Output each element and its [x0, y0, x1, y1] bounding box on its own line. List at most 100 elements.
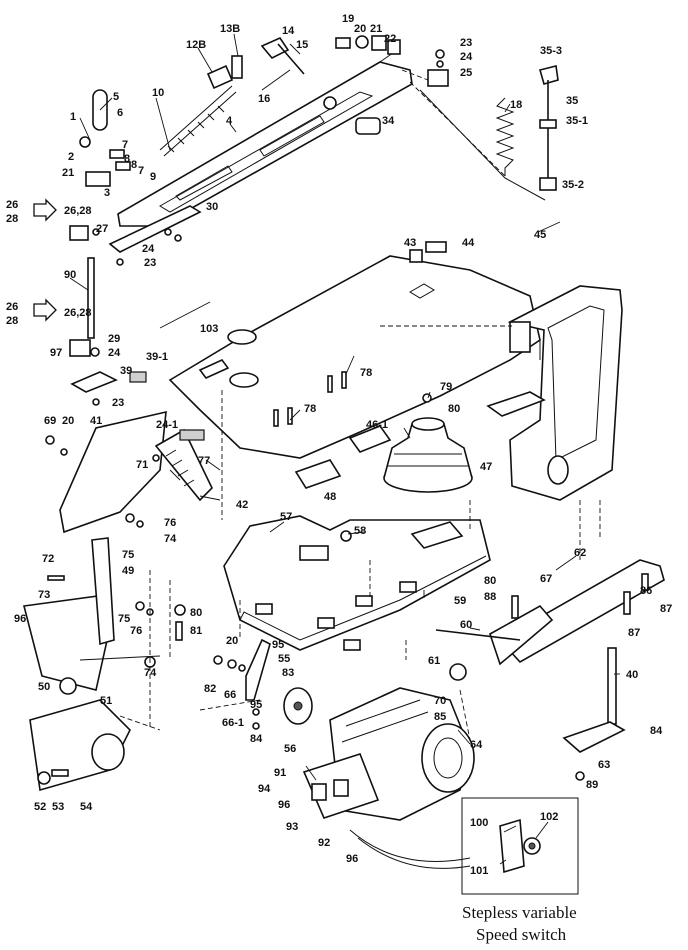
- callout-74a: 74: [164, 533, 177, 545]
- callout-15: 15: [296, 39, 308, 51]
- callout-88: 88: [484, 591, 496, 603]
- callout-83: 83: [282, 667, 294, 679]
- callout-43: 43: [404, 237, 416, 249]
- callout-35: 35: [566, 95, 578, 107]
- height-rod: [562, 647, 626, 781]
- motor-plate: [223, 515, 491, 651]
- callout-97: 97: [50, 347, 62, 359]
- callout-41: 41: [90, 415, 102, 427]
- callout-24a: 24: [460, 51, 473, 63]
- callout-19: 19: [342, 13, 354, 25]
- callout-35-3: 35-3: [540, 45, 562, 57]
- callout-79: 79: [440, 381, 452, 393]
- callout-71: 71: [136, 459, 148, 471]
- callout-69: 69: [44, 415, 56, 427]
- callout-86: 86: [640, 585, 652, 597]
- callout-63: 63: [598, 759, 610, 771]
- callout-78b: 78: [304, 403, 316, 415]
- callout-75a: 75: [122, 549, 134, 561]
- motor: [302, 687, 475, 869]
- callout-46-1: 46-1: [366, 419, 388, 431]
- callout-26-28a: 26,28: [64, 205, 92, 217]
- spring-and-rod: [419, 65, 559, 201]
- callout-35-1: 35-1: [566, 115, 588, 127]
- callout-89: 89: [586, 779, 598, 791]
- callout-40: 40: [626, 669, 638, 681]
- callout-9: 9: [150, 171, 156, 183]
- belt-guard-parts: [213, 638, 313, 730]
- callout-100: 100: [470, 817, 488, 829]
- callout-75b: 75: [118, 613, 130, 625]
- callout-72: 72: [42, 553, 54, 565]
- caption-line-2: Speed switch: [476, 925, 567, 944]
- callout-7a: 7: [122, 139, 128, 151]
- callout-80c: 80: [484, 575, 496, 587]
- callout-58: 58: [354, 525, 366, 537]
- callout-91: 91: [274, 767, 286, 779]
- callout-102: 102: [540, 811, 558, 823]
- callout-95a: 95: [272, 639, 284, 651]
- callout-78a: 78: [360, 367, 372, 379]
- callout-42: 42: [236, 499, 248, 511]
- callout-96c: 96: [346, 853, 358, 865]
- callout-13b: 13B: [220, 23, 240, 35]
- callout-side-top-b: 28: [6, 213, 18, 225]
- callout-23a: 23: [460, 37, 472, 49]
- callout-101: 101: [470, 865, 488, 877]
- callout-29: 29: [108, 333, 120, 345]
- callout-22: 22: [384, 33, 396, 45]
- dust-port: [29, 699, 131, 792]
- callout-94: 94: [258, 783, 271, 795]
- callout-66-1: 66-1: [222, 717, 244, 729]
- callout-20b: 20: [62, 415, 74, 427]
- callout-24-1: 24-1: [156, 419, 178, 431]
- callout-93: 93: [286, 821, 298, 833]
- table-tilt-arm: [435, 559, 665, 681]
- guide-bracket-upper: [69, 205, 202, 266]
- upper-arm: [117, 47, 413, 227]
- caption-line-1: Stepless variable: [462, 903, 577, 922]
- callout-30: 30: [206, 201, 218, 213]
- callout-8b: 8: [131, 159, 137, 171]
- callout-61: 61: [428, 655, 440, 667]
- callout-4: 4: [226, 115, 233, 127]
- callout-64: 64: [470, 739, 483, 751]
- callout-96a: 96: [14, 613, 26, 625]
- callout-76b: 76: [130, 625, 142, 637]
- callout-side-bot-a: 26: [6, 301, 18, 313]
- callout-side-bot-b: 28: [6, 315, 18, 327]
- callout-87b: 87: [628, 627, 640, 639]
- callout-48: 48: [324, 491, 336, 503]
- callout-47: 47: [480, 461, 492, 473]
- callout-62: 62: [574, 547, 586, 559]
- callout-7b: 7: [138, 165, 144, 177]
- callout-26-28b: 26,28: [64, 307, 92, 319]
- callout-45: 45: [534, 229, 546, 241]
- callout-70: 70: [434, 695, 446, 707]
- callout-84a: 84: [250, 733, 263, 745]
- callout-24c: 24: [108, 347, 121, 359]
- callout-76a: 76: [164, 517, 176, 529]
- callout-67: 67: [540, 573, 552, 585]
- work-table: [168, 255, 541, 459]
- callout-8a: 8: [124, 153, 130, 165]
- callout-27: 27: [96, 223, 108, 235]
- drive-pulley: [383, 417, 473, 493]
- callout-53: 53: [52, 801, 64, 813]
- callout-12b: 12B: [186, 39, 206, 51]
- callout-49: 49: [122, 565, 134, 577]
- callout-side-top-a: 26: [6, 199, 18, 211]
- callout-20c: 20: [226, 635, 238, 647]
- dust-chute: [23, 537, 161, 695]
- callout-23b: 23: [144, 257, 156, 269]
- callout-82: 82: [204, 683, 216, 695]
- cast-frame: [486, 285, 623, 501]
- callout-74b: 74: [144, 667, 157, 679]
- leader-lines: [69, 33, 620, 865]
- callout-57: 57: [280, 511, 292, 523]
- callout-52: 52: [34, 801, 46, 813]
- callout-20a: 20: [354, 23, 366, 35]
- callout-44: 44: [462, 237, 475, 249]
- callout-23c: 23: [112, 397, 124, 409]
